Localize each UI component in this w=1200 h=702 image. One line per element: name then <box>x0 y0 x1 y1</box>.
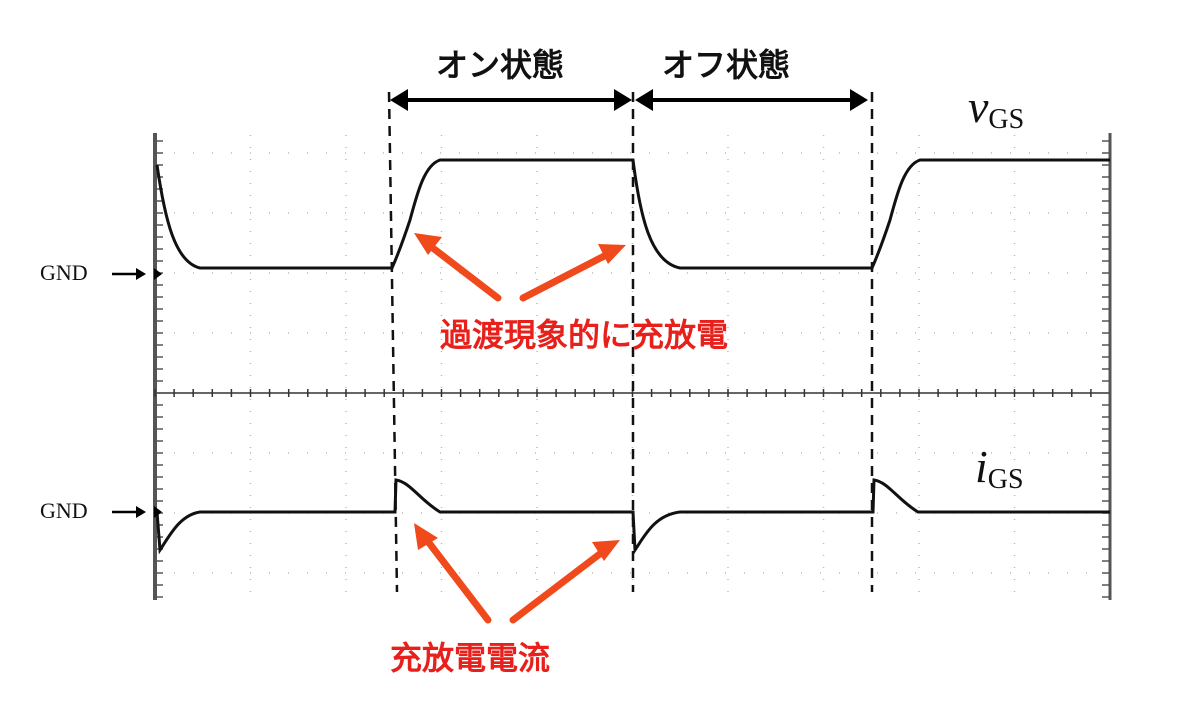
on-state-label: オン状態 <box>436 46 565 84</box>
state-arrows <box>390 89 868 111</box>
vgs-subscript: GS <box>988 104 1025 135</box>
igs-symbol: i <box>975 441 988 492</box>
vgs-symbol: v <box>968 81 989 132</box>
transient-annotation: 過渡現象的に充放電 <box>440 316 729 354</box>
annotation-arrows <box>414 233 626 624</box>
gnd-markers <box>112 268 162 518</box>
off-state-label: オフ状態 <box>662 46 791 84</box>
vgs-label: vGS <box>968 80 1024 136</box>
axis-ticks <box>154 140 1110 598</box>
arrow-to-igs-spike <box>419 531 492 624</box>
arrow-to-igs-dip <box>509 546 609 624</box>
igs-trace <box>155 478 1110 555</box>
igs-subscript: GS <box>987 464 1024 495</box>
gnd-label-igs: GND <box>40 498 88 523</box>
gnd-label-vgs: GND <box>40 260 88 285</box>
arrow-to-vgs-rise <box>421 238 502 302</box>
arrow-to-vgs-fall <box>519 248 616 302</box>
boundary-lines <box>387 91 874 593</box>
current-annotation: 充放電電流 <box>390 639 551 677</box>
turn-on-line <box>387 91 399 593</box>
igs-label: iGS <box>975 440 1024 496</box>
